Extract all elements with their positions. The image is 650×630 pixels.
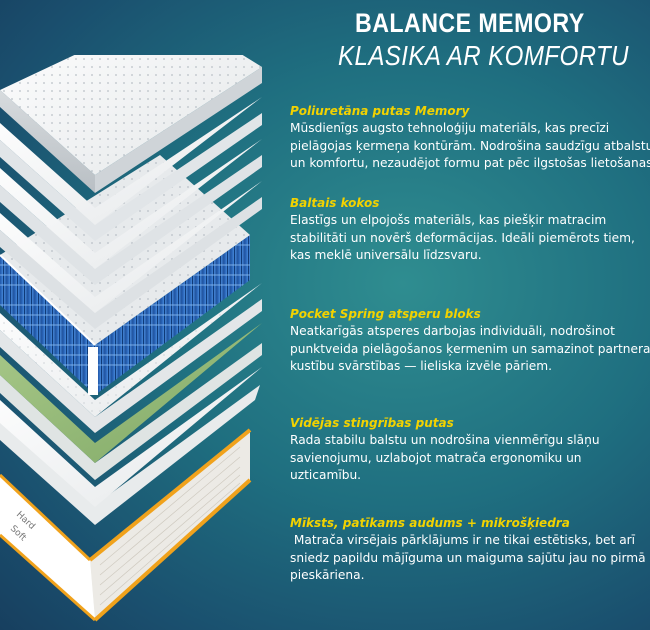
- layer-line: Neatkarīgās atsperes darbojas individuāl…: [290, 324, 615, 338]
- layer-heading: Pocket Spring atsperu bloks: [290, 307, 481, 321]
- layer-line: stabilitāti un novērš deformācijas. Ideā…: [290, 230, 635, 245]
- layer-line: Rada stabilu balstu un nodrošina vienmēr…: [290, 433, 600, 447]
- layer-heading: Poliuretāna putas Memory: [290, 104, 470, 118]
- layer-line: savienojumu, uzlabojot matrača ergonomik…: [290, 450, 582, 465]
- layer-line: pieskāriena.: [290, 568, 365, 582]
- layer-soft-fabric: Mīksts, patīkams audums + mikrošķiedra M…: [290, 516, 650, 585]
- layer-medium-foam: Vidējas stingrības putas Rada stabilu ba…: [290, 416, 650, 485]
- upper-layers: [0, 97, 262, 329]
- layer-line: uzticamību.: [290, 468, 362, 482]
- layer-line: kustību svārstības — lieliska izvēle pār…: [290, 359, 552, 373]
- layer-white-coconut: Baltais kokos Elastīgs un elpojošs mater…: [290, 196, 650, 265]
- layer-line: Elastīgs un elpojošs materiāls, kas pieš…: [290, 213, 607, 227]
- layer-pocket-spring: Pocket Spring atsperu bloks Neatkarīgās …: [290, 307, 650, 376]
- mattress-base: Hard Soft: [0, 428, 252, 622]
- layer-heading: Mīksts, patīkams audums + mikrošķiedra: [290, 516, 570, 530]
- quilted-top-cover: [0, 55, 262, 193]
- layer-line: punktveida pielāgošanos ķermenim un sama…: [290, 341, 650, 356]
- layer-line: sniedz papildu mājīguma un maiguma sajūt…: [290, 550, 646, 565]
- layer-line: Matrača virsējais pārklājums ir ne tikai…: [290, 533, 636, 547]
- page-title: BALANCE MEMORY: [355, 8, 585, 38]
- layer-heading: Vidējas stingrības putas: [290, 416, 454, 430]
- layer-line: kas meklē universālu līdzsvaru.: [290, 248, 482, 262]
- mattress-layers-illustration: Hard Soft: [0, 55, 262, 622]
- layer-line: Mūsdienīgs augsto tehnoloģiju materiāls,…: [290, 121, 610, 135]
- page-subtitle: KLASIKA AR KOMFORTU: [338, 40, 629, 71]
- layer-memory-foam: Poliuretāna putas Memory Mūsdienīgs augs…: [290, 104, 650, 173]
- layer-heading: Baltais kokos: [290, 196, 380, 210]
- lower-layers: [0, 283, 262, 525]
- layer-line: un komfortu, nezaudējot formu pat pēc il…: [290, 156, 650, 170]
- layer-line: pielāgojas ķermeņa kontūrām. Nodrošina s…: [290, 138, 650, 153]
